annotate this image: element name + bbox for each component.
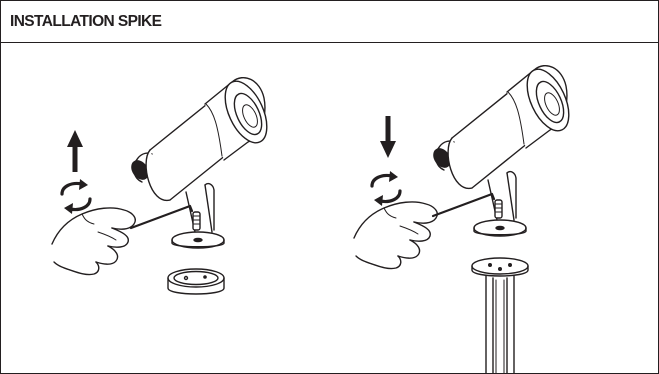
spotlight-fixture [127,73,277,250]
rotate-arrows-icon [370,169,402,208]
rotate-arrows-icon [60,177,92,216]
down-arrow-icon [380,116,396,158]
page-title: INSTALLATION SPIKE [10,13,162,30]
hand-with-hex-key [353,201,438,270]
spotlight-fixture [429,61,579,238]
header-bar: INSTALLATION SPIKE [1,1,658,43]
up-arrow-icon [67,130,83,172]
mounting-base [167,268,225,295]
attach-step-illustration [353,61,579,374]
ground-spike [471,257,529,374]
remove-step-illustration [51,73,277,295]
hand-with-hex-key [51,207,136,276]
